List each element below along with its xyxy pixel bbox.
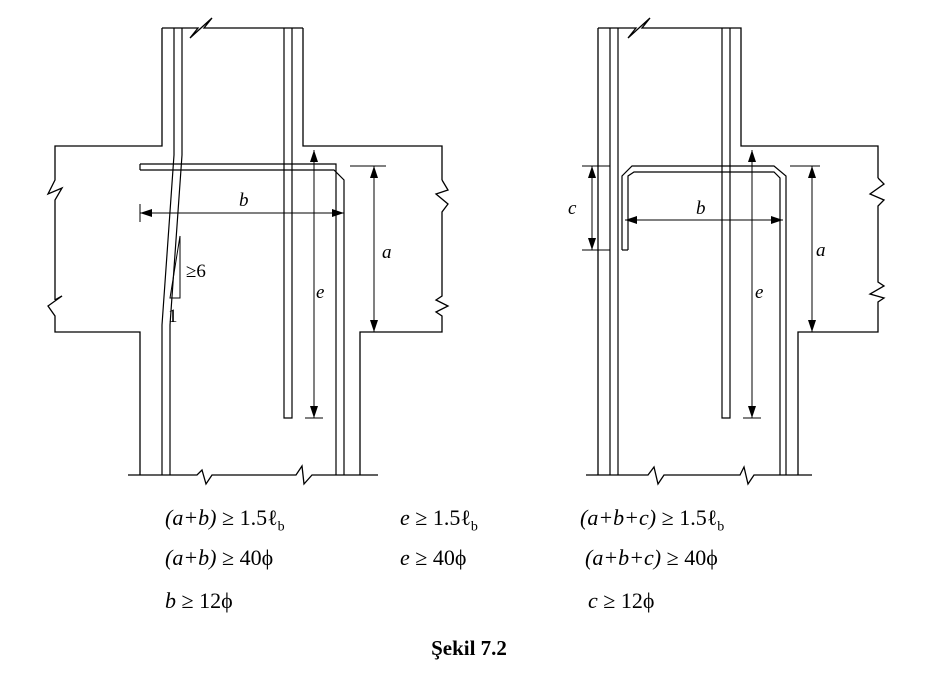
right-label-a: a [816, 240, 826, 261]
left-concrete-outline [46, 17, 450, 486]
left-reinforcement-bars [139, 28, 345, 475]
left-joint-figure: b a e ≥6 1 [46, 17, 450, 486]
left-formula-1: (a+b) ≥ 1.5ℓb [165, 505, 285, 535]
left-formula-3: b ≥ 12ϕ [165, 588, 233, 613]
figure-caption: Şekil 7.2 [431, 636, 507, 660]
left-dimension-b [139, 204, 344, 222]
left-dimension-e [305, 150, 323, 419]
right-joint-figure: c b a e [568, 17, 886, 486]
right-formula-3: c ≥ 12ϕ [588, 588, 655, 613]
right-dimension-a [790, 165, 820, 332]
right-dimension-e [743, 150, 761, 419]
left-label-a: a [382, 242, 392, 263]
left-label-b: b [239, 190, 249, 211]
left-label-e: e [316, 282, 324, 303]
right-label-c: c [568, 198, 577, 219]
right-dimension-c [582, 165, 610, 251]
left-formula-2: (a+b) ≥ 40ϕ [165, 545, 274, 570]
right-label-e: e [755, 282, 763, 303]
left-slope-marker [169, 235, 181, 299]
right-formula-1: (a+b+c) ≥ 1.5ℓb [580, 505, 725, 535]
e-formula-2: e ≥ 40ϕ [400, 545, 467, 570]
e-formula-1: e ≥ 1.5ℓb [400, 505, 478, 535]
right-label-b: b [696, 198, 706, 219]
left-label-slope-base: 1 [168, 306, 178, 327]
left-label-slope: ≥6 [186, 261, 206, 282]
right-dimension-b [625, 216, 783, 224]
right-reinforcement-bars [609, 28, 787, 475]
left-dimension-a [350, 165, 386, 332]
right-concrete-outline [586, 17, 886, 486]
right-formula-2: (a+b+c) ≥ 40ϕ [585, 545, 718, 570]
